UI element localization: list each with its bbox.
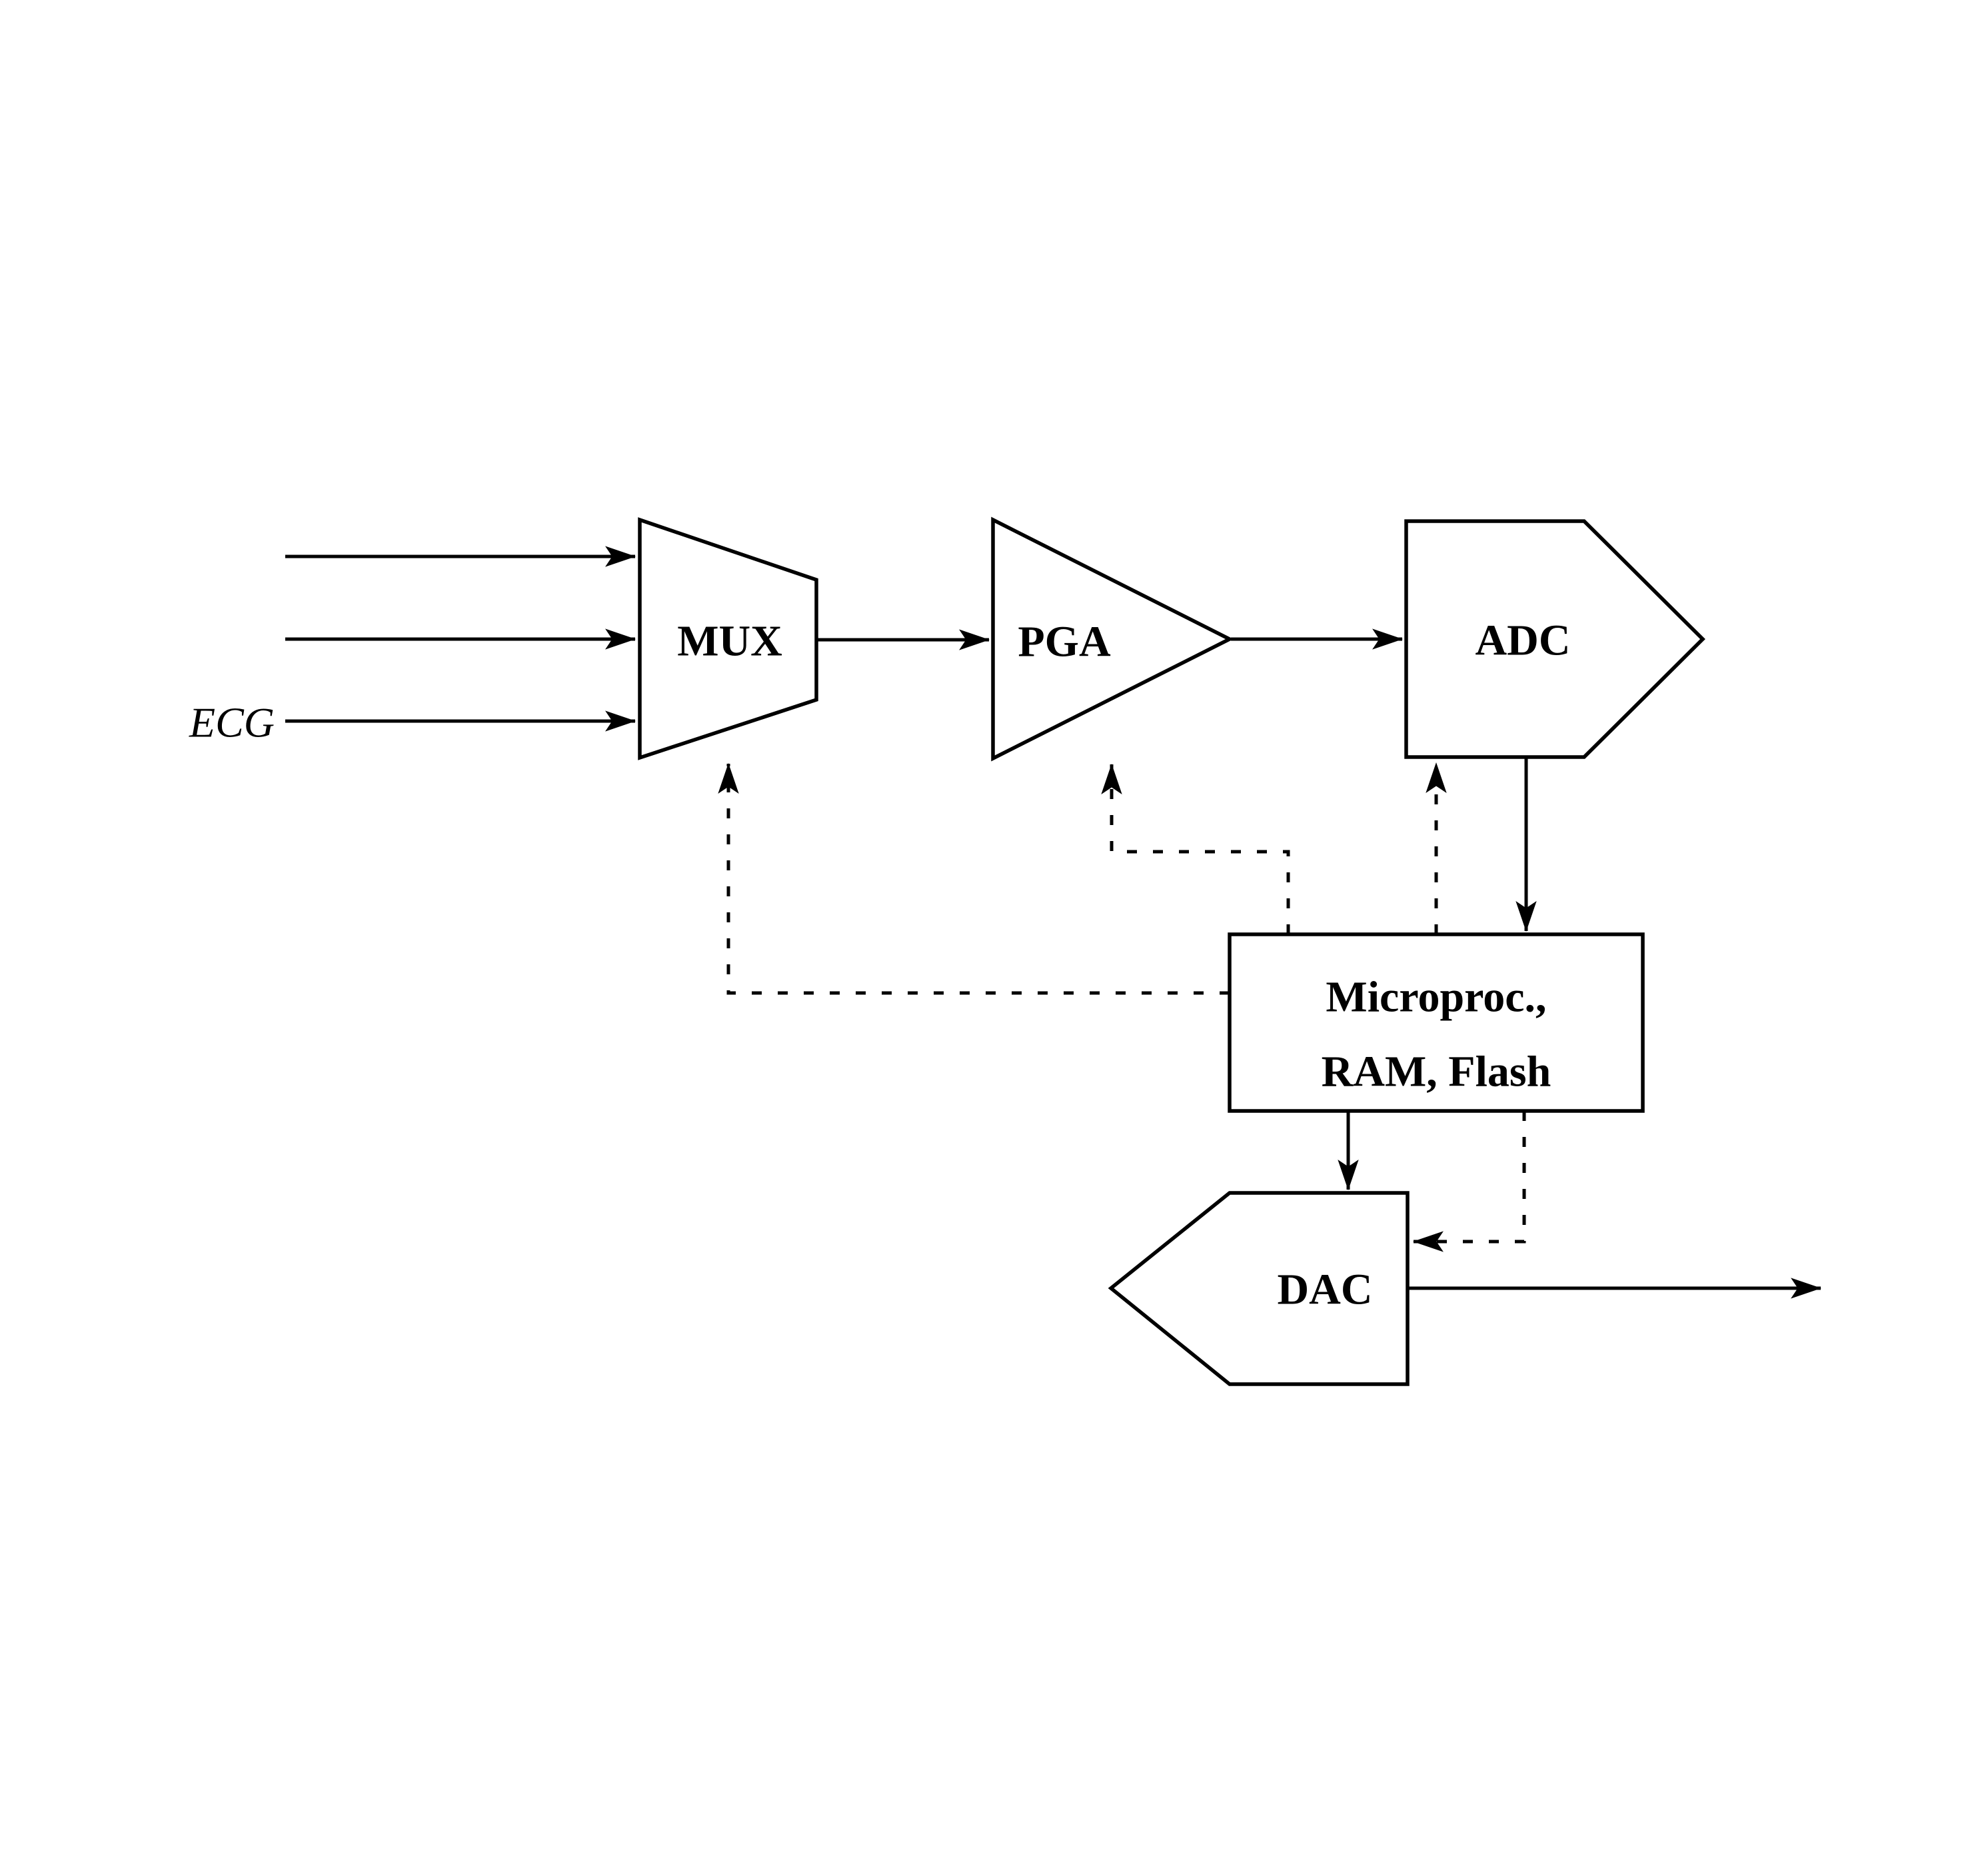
dac-label: DAC bbox=[1278, 1266, 1373, 1314]
mux-block: MUX bbox=[638, 517, 818, 760]
microprocessor-shape bbox=[1228, 932, 1645, 1113]
adc-shape bbox=[1404, 519, 1705, 759]
dac-shape bbox=[1108, 1191, 1410, 1386]
microprocessor-label-line1: Microproc., bbox=[1326, 973, 1546, 1022]
dac-block: DAC bbox=[1108, 1191, 1410, 1386]
micro-to-mux-control-dashed bbox=[718, 762, 1230, 995]
ecg-input-label: ECG bbox=[189, 699, 275, 746]
microprocessor-block: Microproc., RAM, Flash bbox=[1228, 932, 1645, 1113]
mux-label: MUX bbox=[677, 617, 782, 666]
pga-block: PGA bbox=[991, 516, 1234, 762]
micro-to-pga-control-dashed bbox=[1101, 763, 1290, 934]
mux-shape bbox=[638, 517, 818, 760]
pga-label: PGA bbox=[1018, 618, 1111, 666]
adc-label: ADC bbox=[1476, 616, 1571, 665]
micro-to-dac-control-dashed bbox=[1412, 1111, 1526, 1252]
pga-shape bbox=[991, 516, 1234, 762]
adc-block: ADC bbox=[1404, 519, 1705, 759]
microprocessor-label-line2: RAM, Flash bbox=[1322, 1048, 1551, 1096]
